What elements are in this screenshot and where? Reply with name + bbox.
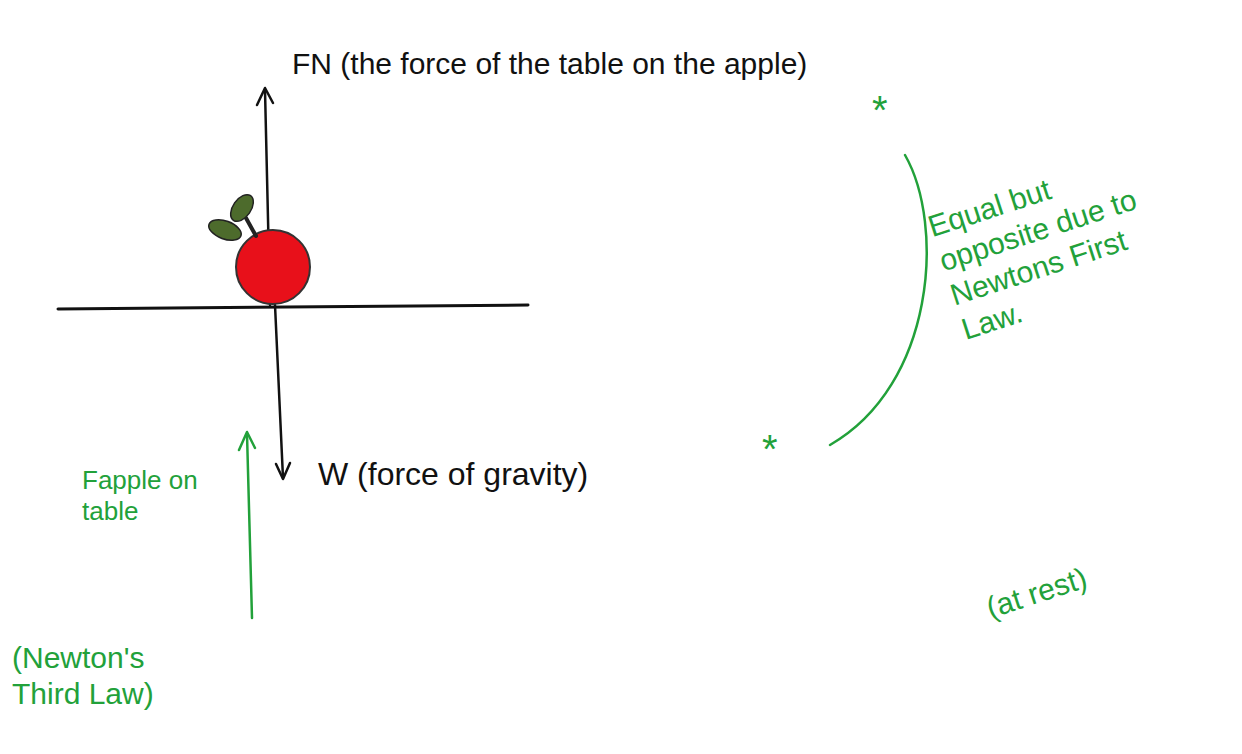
note-text: (at rest) <box>982 560 1091 626</box>
force-label: Fapple on table <box>82 465 222 527</box>
apple <box>206 191 310 304</box>
grouping-bracket <box>830 155 927 445</box>
weight-arrow <box>275 305 283 478</box>
asterisk-mark: * <box>872 86 888 134</box>
apple-leaf <box>206 216 244 245</box>
table-line <box>58 305 528 309</box>
arrow-head <box>257 88 273 105</box>
force-label: W (force of gravity) <box>318 455 588 493</box>
arrow-head <box>239 432 255 450</box>
force-label: FN (the force of the table on the apple) <box>292 46 807 82</box>
arrow-head <box>276 463 290 479</box>
note-text: (Newton's Third Law) <box>12 640 187 712</box>
apple-leaf <box>226 191 258 226</box>
note-text: Equal but opposite due to Newtons First … <box>924 136 1197 347</box>
apple-body <box>236 230 310 304</box>
reaction-force-arrow <box>247 434 252 618</box>
apple-stem <box>246 218 256 236</box>
asterisk-mark: * <box>762 425 778 473</box>
